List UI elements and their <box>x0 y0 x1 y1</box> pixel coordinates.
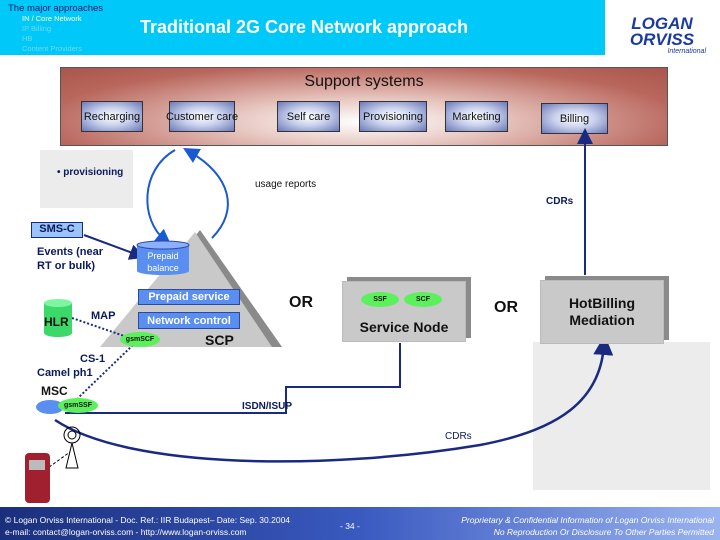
prepaid-balance-icon <box>136 240 190 275</box>
self-care-box[interactable]: Self care <box>277 101 340 132</box>
nav-item-content[interactable]: Content Providers <box>22 44 83 53</box>
cdrs-label-bottom: CDRs <box>445 431 472 442</box>
ssf-oval: SSF <box>361 292 399 307</box>
camel-label: Camel ph1 <box>37 367 93 379</box>
logo: LOGAN ORVISS International <box>629 14 706 55</box>
cdrs-curve <box>54 335 614 463</box>
mobile-phone-icon <box>25 453 50 503</box>
usage-reports-label: usage reports <box>255 179 317 190</box>
hotbilling-mediation-box[interactable]: HotBilling Mediation <box>540 280 664 344</box>
scp-label: SCP <box>205 332 234 348</box>
cs1-link <box>77 344 134 399</box>
scf-oval: SCF <box>404 292 442 307</box>
footer-contact[interactable]: e-mail: contact@logan-orviss.com - http:… <box>5 527 247 537</box>
footer-disclosure: No Reproduction Or Disclosure To Other P… <box>493 527 714 537</box>
service-node-box[interactable]: SSF SCF Service Node <box>342 281 466 342</box>
footer-copyright: © Logan Orviss International - Doc. Ref.… <box>5 515 291 525</box>
gsmscf-oval: gsmSCF <box>120 332 160 347</box>
or-label-2: OR <box>494 299 518 316</box>
page-title: Traditional 2G Core Network approach <box>140 17 469 37</box>
background-panel <box>40 150 133 208</box>
antenna-icon <box>63 426 81 469</box>
page-number: - 34 - <box>340 521 360 531</box>
billing-box[interactable]: Billing <box>541 103 608 134</box>
provisioning-box[interactable]: Provisioning <box>359 101 427 132</box>
prepaid-service-box[interactable]: Prepaid service <box>138 289 240 305</box>
footer: © Logan Orviss International - Doc. Ref.… <box>0 507 720 540</box>
title-banner <box>132 0 605 55</box>
nav-item-core[interactable]: IN / Core Network <box>22 14 82 23</box>
nav-item-hb[interactable]: HB <box>22 34 33 43</box>
recharging-box[interactable]: Recharging <box>81 101 143 132</box>
network-control-box[interactable]: Network control <box>138 312 240 329</box>
marketing-box[interactable]: Marketing <box>445 101 508 132</box>
isdn-label: ISDN/ISUP <box>242 401 293 412</box>
isdn-line <box>65 343 401 414</box>
or-label-1: OR <box>289 294 313 311</box>
sms-c-box[interactable]: SMS-C <box>31 222 83 238</box>
usage-reports-arrow <box>183 148 229 239</box>
section-nav: The major approaches IN / Core Network I… <box>0 0 132 55</box>
gsmssf-oval: gsmSSF <box>58 398 98 413</box>
customer-care-box[interactable]: Customer care <box>166 101 238 132</box>
footer-confidential: Proprietary & Confidential Information o… <box>461 515 714 525</box>
cs1-label: CS-1 <box>80 353 106 365</box>
msc-label: MSC <box>41 384 68 398</box>
sms-arrow <box>83 234 146 260</box>
hlr-database-icon <box>44 299 72 337</box>
support-title: Support systems <box>304 73 424 90</box>
support-systems: Support systems Recharging Customer care… <box>60 67 668 146</box>
provisioning-label: • provisioning <box>57 167 124 178</box>
cdrs-label-top: CDRs <box>546 196 574 207</box>
hlr-label: HLR <box>44 315 69 329</box>
provisioning-arrow <box>146 149 176 246</box>
events-label: Events (near RT or bulk) <box>37 246 104 272</box>
msc-switch-icon <box>36 400 64 414</box>
service-node-label: Service Node <box>359 319 449 335</box>
nav-heading: The major approaches <box>8 3 104 14</box>
nav-item-ip-billing[interactable]: IP Billing <box>22 24 52 33</box>
map-label: MAP <box>91 310 116 322</box>
prepaid-balance-label: Prepaid balance <box>147 251 179 273</box>
